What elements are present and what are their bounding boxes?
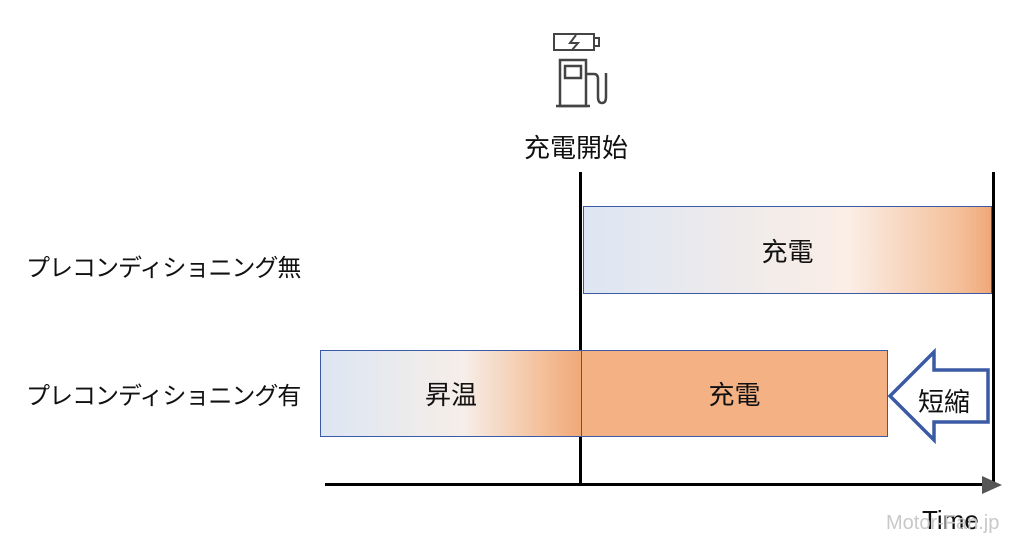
charge-start-label: 充電開始	[524, 134, 629, 164]
charge-bar-without: 充電	[583, 206, 992, 294]
heat-label: 昇温	[424, 381, 477, 411]
time-axis-arrowhead-icon	[982, 476, 1002, 494]
charge-end-line	[992, 172, 995, 485]
charge-label-with: 充電	[708, 381, 761, 411]
row-label-without-preconditioning: プレコンディショニング無	[26, 254, 301, 282]
battery-charging-icon	[553, 33, 600, 51]
charging-station-icon	[553, 33, 608, 108]
shorten-label: 短縮	[918, 388, 971, 418]
time-axis-line	[325, 483, 990, 486]
time-axis-label: Time	[922, 505, 979, 535]
heat-bar: 昇温	[320, 350, 582, 437]
watermark: Motor-Fan.jp	[886, 512, 1000, 534]
shorten-arrow-icon	[887, 348, 990, 444]
charge-start-line	[579, 172, 582, 485]
row-label-with-preconditioning: プレコンディショニング有	[26, 382, 301, 410]
charge-label-without: 充電	[761, 237, 814, 268]
charge-bar-with: 充電	[582, 350, 888, 437]
